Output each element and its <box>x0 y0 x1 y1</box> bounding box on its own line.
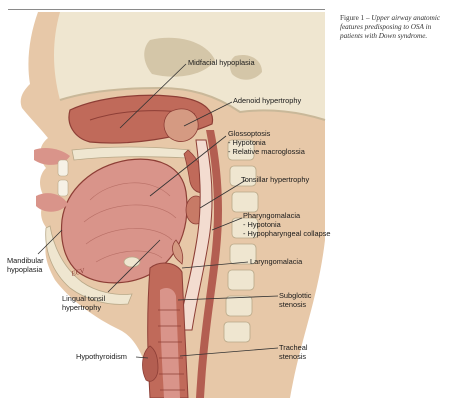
label-text: Adenoid hypertrophy <box>233 96 301 105</box>
label-text: Tonsillar hypertrophy <box>241 175 309 184</box>
label-hypothyroidism: Hypothyroidism <box>76 352 127 361</box>
label-tonsillar-hypertrophy: Tonsillar hypertrophy <box>241 175 309 184</box>
label-text: Laryngomalacia <box>250 257 302 266</box>
label-text: Subglottic <box>279 291 311 300</box>
label-tracheal-stenosis: Tracheal stenosis <box>279 343 307 361</box>
lower-incisor <box>58 180 68 196</box>
label-text: hypoplasia <box>7 265 44 274</box>
label-text: stenosis <box>279 300 311 309</box>
label-text: Midfacial hypoplasia <box>188 58 255 67</box>
label-midfacial-hypoplasia: Midfacial hypoplasia <box>188 58 255 67</box>
label-text: stenosis <box>279 352 307 361</box>
label-text: Pharyngomalacia <box>243 211 331 220</box>
label-text: Tracheal <box>279 343 307 352</box>
label-text: hypertrophy <box>62 303 105 312</box>
adenoid-tissue <box>164 109 198 142</box>
label-laryngomalacia: Laryngomalacia <box>250 257 302 266</box>
label-text: Hypothyroidism <box>76 352 127 361</box>
label-subitem: - Hypotonia <box>228 138 305 147</box>
vertebra <box>228 270 254 290</box>
label-adenoid-hypertrophy: Adenoid hypertrophy <box>233 96 301 105</box>
vertebra <box>224 322 250 342</box>
label-subitem: - Relative macroglossia <box>228 147 305 156</box>
label-subglottic-stenosis: Subglottic stenosis <box>279 291 311 309</box>
label-text: Mandibular <box>7 256 44 265</box>
label-text: Lingual tonsil <box>62 294 105 303</box>
label-pharyngomalacia: Pharyngomalacia - Hypotonia - Hypopharyn… <box>243 211 331 239</box>
vertebra <box>232 192 258 212</box>
label-text: Glossoptosis <box>228 129 305 138</box>
label-subitem: - Hypotonia <box>243 220 331 229</box>
label-mandibular-hypoplasia: Mandibular hypoplasia <box>7 256 44 274</box>
label-glossoptosis: Glossoptosis - Hypotonia - Relative macr… <box>228 129 305 157</box>
vertebra <box>226 296 252 316</box>
upper-incisor <box>58 160 68 176</box>
label-subitem: - Hypopharyngeal collapse <box>243 229 331 238</box>
label-lingual-tonsil-hypertrophy: Lingual tonsil hypertrophy <box>62 294 105 312</box>
